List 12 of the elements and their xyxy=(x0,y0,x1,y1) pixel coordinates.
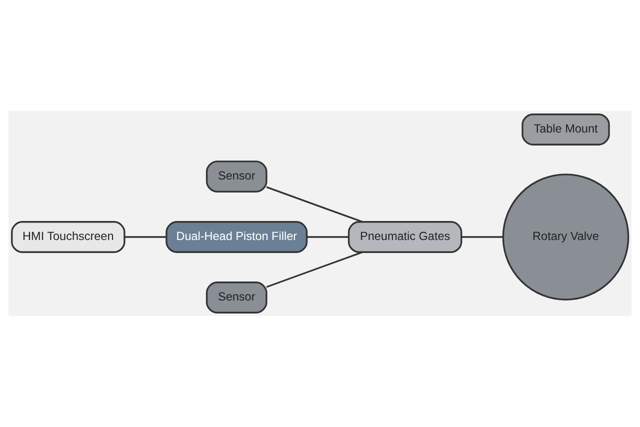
connector xyxy=(266,251,363,288)
node-box: Dual-Head Piston Filler xyxy=(166,221,308,253)
connector xyxy=(306,236,349,238)
node-box: Sensor xyxy=(206,282,268,314)
connector xyxy=(266,186,363,223)
node-box: Sensor xyxy=(206,160,268,192)
node-circle: Rotary Valve xyxy=(502,174,630,300)
node-box: HMI Touchscreen xyxy=(11,221,126,253)
node-box: Table Mount xyxy=(522,114,610,146)
node-box: Pneumatic Gates xyxy=(348,221,462,253)
connector xyxy=(124,236,166,238)
connector xyxy=(462,236,504,238)
